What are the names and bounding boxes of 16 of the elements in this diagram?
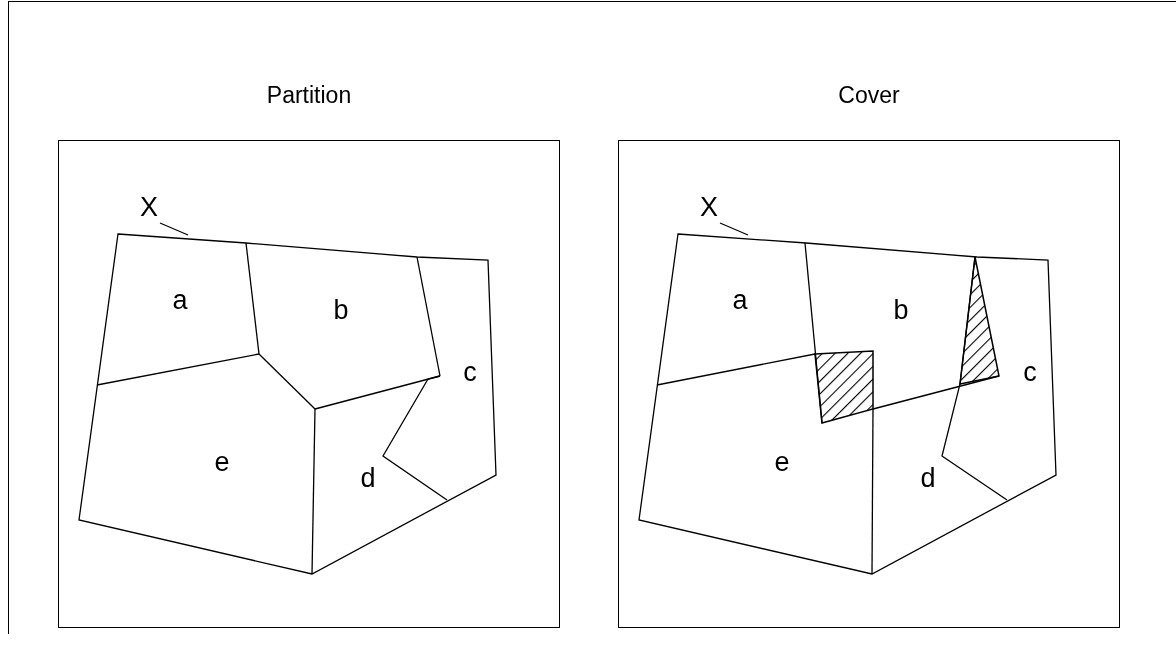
set-label: X <box>700 193 718 221</box>
region-label: b <box>893 296 909 324</box>
region-label: c <box>1023 358 1037 386</box>
region-label: e <box>214 448 230 476</box>
region-label: d <box>360 464 376 492</box>
region-label: d <box>920 464 936 492</box>
panel-title: Partition <box>266 81 352 110</box>
region-label: e <box>774 448 790 476</box>
leader-line <box>159 222 189 236</box>
set-label: X <box>140 193 158 221</box>
region-label: b <box>333 296 349 324</box>
leader-line <box>719 222 749 236</box>
panel-title: Cover <box>838 81 900 110</box>
region-label: a <box>732 286 748 314</box>
region-label: c <box>463 358 477 386</box>
region-label: a <box>172 286 188 314</box>
